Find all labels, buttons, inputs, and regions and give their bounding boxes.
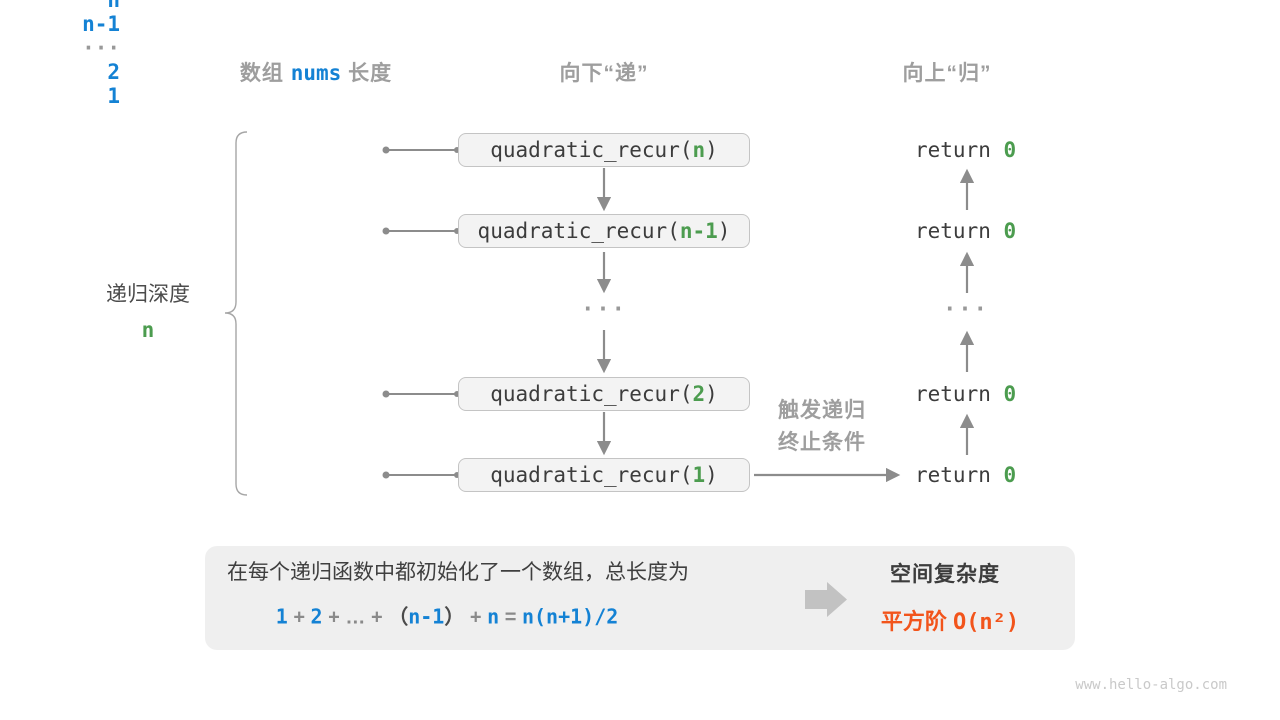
call-prefix: quadratic_recur( [477,219,680,243]
call-suffix: ) [717,219,731,243]
label-connectors [386,149,456,476]
return-value: 0 [1003,219,1017,243]
return-row-n: return 0 [915,138,1016,162]
return-keyword: return [915,382,1004,406]
recursion-depth-label: 递归深度 [106,283,190,306]
call-box-1: quadratic_recur(1) [458,458,750,492]
recursion-depth-value: n [141,318,155,342]
return-keyword: return [915,463,1004,487]
call-box-n: quadratic_recur(n) [458,133,750,167]
header-array-pre: 数组 [239,62,291,85]
call-box-n-1: quadratic_recur(n-1) [458,214,750,248]
call-suffix: ) [705,463,718,487]
implies-block-arrow-icon [805,582,847,617]
formula-op: + [365,606,389,629]
call-ellipsis: ··· [581,297,627,323]
formula-op: + [287,606,311,629]
formula-op: + [464,606,488,629]
depth-ellipsis: ··· [82,36,120,60]
space-complexity-title: 空间复杂度 [890,563,1000,586]
formula-paren: ） [444,606,465,629]
call-prefix: quadratic_recur( [490,138,693,162]
call-box-2: quadratic_recur(2) [458,377,750,411]
formula-term: n-1 [408,604,445,629]
formula-result: n(n+1)/2 [521,604,619,629]
space-complexity-value: 平方阶 O(n²) [881,604,1019,636]
watermark: www.hello-algo.com [1075,677,1227,693]
call-prefix: quadratic_recur( [490,382,693,406]
call-arg: 2 [692,382,706,406]
return-value: 0 [1003,463,1017,487]
header-nums-code: nums [290,61,342,85]
header-array-length: 数组 nums 长度 [240,57,392,87]
formula-op: + [322,606,346,629]
return-keyword: return [915,138,1004,162]
formula-ellipsis: … [345,606,366,629]
depth-label-2: 2 [107,60,120,84]
call-arg: n [692,138,706,162]
summary-panel [205,546,1075,650]
return-value: 0 [1003,138,1017,162]
complexity-big-o: O(n²) [952,610,1020,635]
summary-sentence: 在每个递归函数中都初始化了一个数组，总长度为 [227,561,689,584]
summary-formula: 1 + 2 + … + （n-1） + n = n(n+1)/2 [276,601,619,630]
formula-op: = [499,606,522,629]
return-keyword: return [915,219,1004,243]
return-ellipsis: ··· [943,297,989,323]
base-case-note-line2: 终止条件 [778,431,866,454]
return-value: 0 [1003,382,1017,406]
formula-term: 1 [275,604,288,629]
header-array-post: 长度 [341,62,393,85]
formula-term: n [487,604,500,629]
call-suffix: ) [705,382,718,406]
formula-term: 2 [310,604,323,629]
depth-label-n: n [107,0,120,12]
call-suffix: ) [705,138,718,162]
call-prefix: quadratic_recur( [490,463,693,487]
connector-dots [382,146,460,479]
depth-label-n-1: n-1 [82,12,120,36]
call-arg: n-1 [679,219,718,243]
return-row-1: return 0 [915,463,1016,487]
base-case-note-line1: 触发递归 [778,399,866,422]
depth-label-1: 1 [107,84,120,108]
formula-paren: （ [388,606,409,629]
header-recurse-down: 向下“递” [559,62,649,85]
depth-brace-icon [224,131,248,496]
header-return-up: 向上“归” [902,62,992,85]
call-arg: 1 [692,463,706,487]
return-row-2: return 0 [915,382,1016,406]
complexity-order-label: 平方阶 [880,609,953,634]
return-row-n-1: return 0 [915,219,1016,243]
